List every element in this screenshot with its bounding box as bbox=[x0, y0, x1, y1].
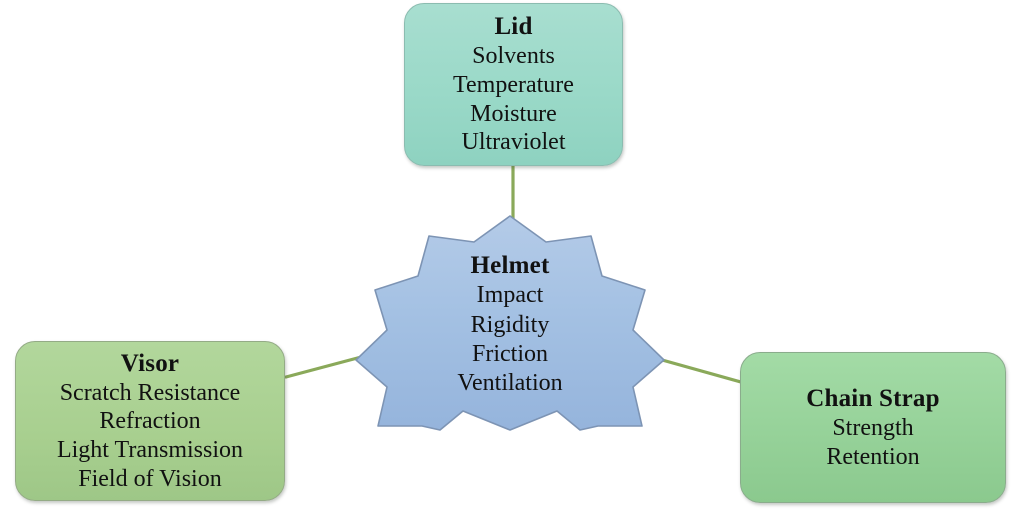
node-helmet-item-2: Rigidity bbox=[470, 311, 550, 338]
node-lid-item-1: Solvents bbox=[472, 43, 555, 70]
node-chain-strap[interactable]: Chain Strap Strength Retention bbox=[740, 352, 1006, 503]
node-visor-item-3: Light Transmission bbox=[56, 437, 244, 463]
node-lid-item-2: Temperature bbox=[453, 71, 574, 98]
node-helmet-text: Helmet Impact Rigidity Friction Ventilat… bbox=[350, 212, 670, 434]
connector-chain-strap-to-helmet bbox=[653, 356, 750, 386]
node-helmet[interactable]: Helmet Impact Rigidity Friction Ventilat… bbox=[350, 212, 670, 434]
node-chain-strap-title: Chain Strap bbox=[806, 384, 940, 412]
node-lid-title: Lid bbox=[494, 13, 533, 41]
node-visor[interactable]: Visor Scratch Resistance Refraction Ligh… bbox=[15, 341, 285, 501]
node-lid-item-4: Ultraviolet bbox=[461, 129, 566, 156]
node-visor-item-2: Refraction bbox=[99, 408, 201, 435]
node-helmet-title: Helmet bbox=[470, 252, 550, 280]
node-lid[interactable]: Lid Solvents Temperature Moisture Ultrav… bbox=[404, 3, 623, 166]
node-helmet-item-4: Ventilation bbox=[457, 370, 563, 397]
node-lid-item-3: Moisture bbox=[470, 100, 557, 127]
node-helmet-item-1: Impact bbox=[476, 282, 544, 309]
node-chain-strap-item-1: Strength bbox=[832, 414, 914, 441]
node-visor-item-1: Scratch Resistance bbox=[59, 379, 241, 406]
node-visor-item-4: Field of Vision bbox=[78, 465, 222, 492]
node-chain-strap-item-2: Retention bbox=[826, 443, 920, 470]
star-burst-shape bbox=[355, 215, 665, 431]
node-visor-title: Visor bbox=[120, 349, 180, 377]
node-helmet-item-3: Friction bbox=[472, 341, 548, 367]
